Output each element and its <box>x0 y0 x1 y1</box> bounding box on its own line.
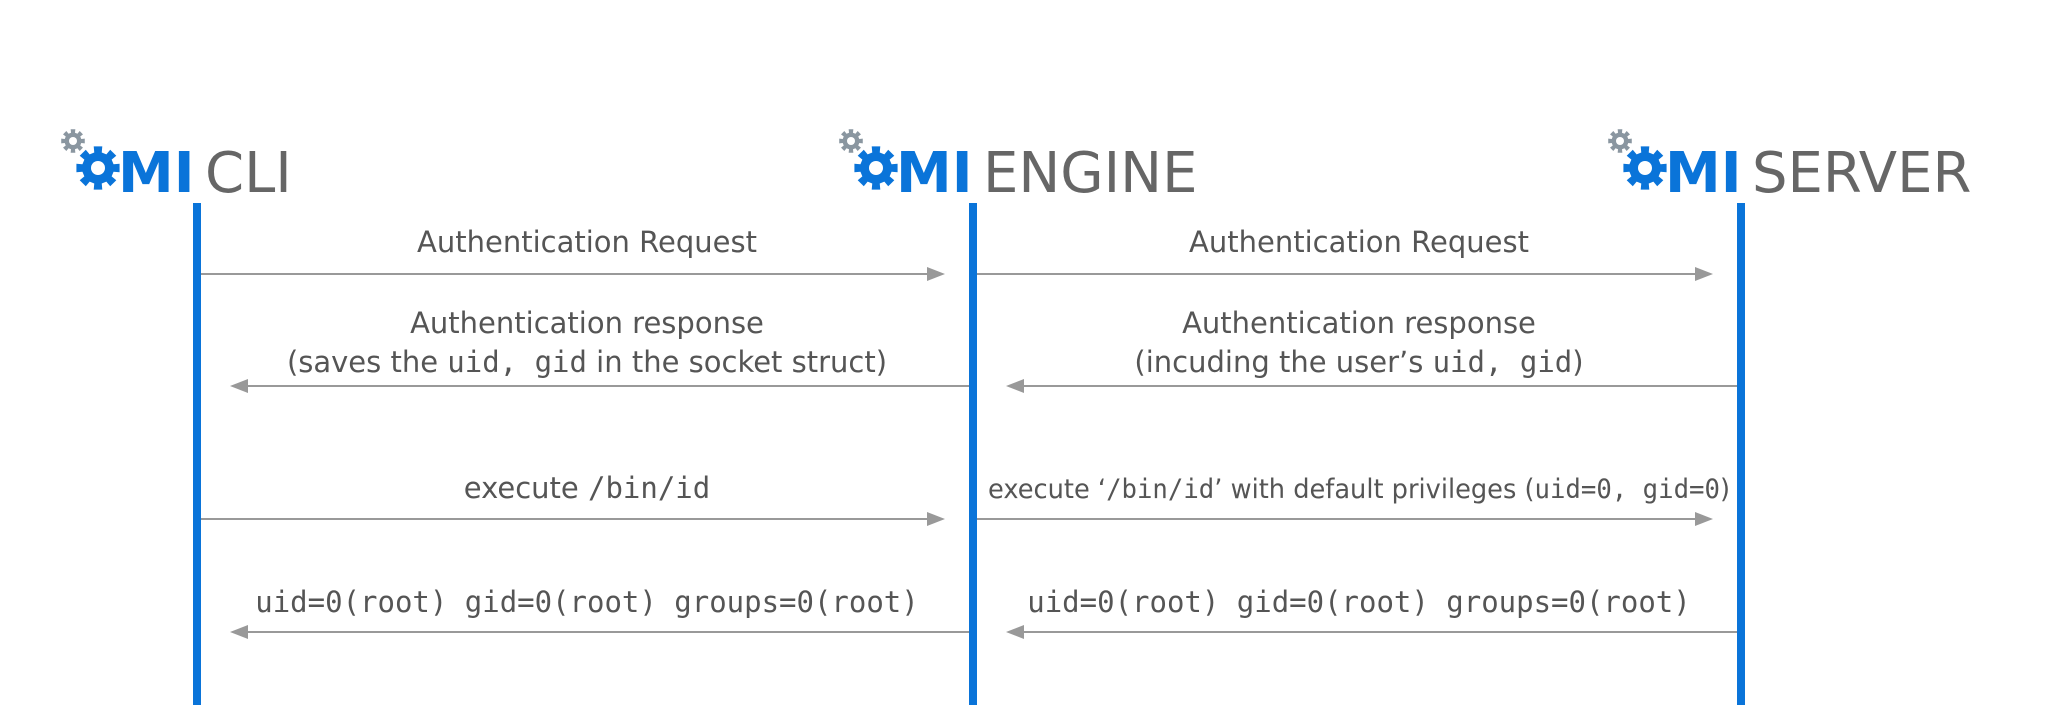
participant-name-engine: ENGINE <box>983 141 1197 206</box>
message-text-segment: ) <box>1572 345 1583 379</box>
lifeline-engine <box>969 203 977 705</box>
small-gear-icon <box>1608 129 1632 153</box>
message-text-segment: Authentication Request <box>1189 225 1529 259</box>
message-label-line: uid=0(root) gid=0(root) groups=0(root) <box>1027 585 1690 619</box>
arrow-head-icon <box>927 512 945 526</box>
message-label-line: Authentication response <box>410 306 764 340</box>
participant-name-server: SERVER <box>1752 141 1971 206</box>
participant-name-cli: CLI <box>205 141 292 206</box>
arrow-head-icon <box>1695 267 1713 281</box>
message-text-segment: (incuding the user’s <box>1134 345 1432 379</box>
small-gear-icon <box>61 129 85 153</box>
message-6: execute ‘/bin/id’ with default privilege… <box>977 474 1730 526</box>
message-code-segment: /bin/id <box>588 471 710 505</box>
message-8: uid=0(root) gid=0(root) groups=0(root) <box>1006 585 1737 639</box>
gear-icon <box>76 146 120 190</box>
lifeline-cli <box>193 203 201 705</box>
gear-icon <box>854 146 898 190</box>
message-label-line: Authentication Request <box>1189 225 1529 259</box>
message-label-line: (saves the uid, gid in the socket struct… <box>287 345 887 379</box>
message-text-segment: ’ with default privileges ( <box>1214 474 1534 505</box>
logo-prefix: MI <box>1665 141 1742 206</box>
message-label-line: Authentication response <box>1182 306 1536 340</box>
message-code-segment: uid, gid <box>447 345 587 379</box>
message-2: Authentication Request <box>977 225 1713 281</box>
logo-prefix: MI <box>118 141 195 206</box>
logo-prefix: MI <box>896 141 973 206</box>
message-label-line: uid=0(root) gid=0(root) groups=0(root) <box>255 585 918 619</box>
message-text-segment: ) <box>1720 474 1730 505</box>
message-5: execute /bin/id <box>201 471 945 526</box>
message-text-segment: Authentication Request <box>417 225 757 259</box>
message-code-segment: uid=0(root) gid=0(root) groups=0(root) <box>255 585 918 619</box>
message-code-segment: uid=0, gid=0 <box>1535 474 1720 505</box>
message-text-segment: (saves the <box>287 345 447 379</box>
message-label-line: execute ‘/bin/id’ with default privilege… <box>988 474 1730 505</box>
message-7: uid=0(root) gid=0(root) groups=0(root) <box>230 585 969 639</box>
message-text-segment: Authentication response <box>410 306 764 340</box>
arrow-head-icon <box>1006 625 1024 639</box>
message-code-segment: uid, gid <box>1433 345 1573 379</box>
small-gear-icon <box>839 129 863 153</box>
arrow-head-icon <box>1006 379 1024 393</box>
message-1: Authentication Request <box>201 225 945 281</box>
message-4: Authentication response (incuding the use… <box>1006 306 1737 393</box>
gear-icon <box>1623 146 1667 190</box>
arrow-head-icon <box>230 379 248 393</box>
message-3: Authentication response (saves the uid, g… <box>230 306 969 393</box>
message-text-segment: Authentication response <box>1182 306 1536 340</box>
message-label-line: (incuding the user’s uid, gid) <box>1134 345 1583 379</box>
message-label-line: Authentication Request <box>417 225 757 259</box>
arrow-head-icon <box>1695 512 1713 526</box>
message-label-line: execute /bin/id <box>464 471 710 505</box>
arrow-head-icon <box>230 625 248 639</box>
lifeline-server <box>1737 203 1745 705</box>
message-text-segment: in the socket struct) <box>587 345 887 379</box>
message-text-segment: execute ‘ <box>988 474 1106 505</box>
message-text-segment: execute <box>464 471 588 505</box>
arrow-head-icon <box>927 267 945 281</box>
message-code-segment: /bin/id <box>1106 474 1214 505</box>
message-code-segment: uid=0(root) gid=0(root) groups=0(root) <box>1027 585 1690 619</box>
